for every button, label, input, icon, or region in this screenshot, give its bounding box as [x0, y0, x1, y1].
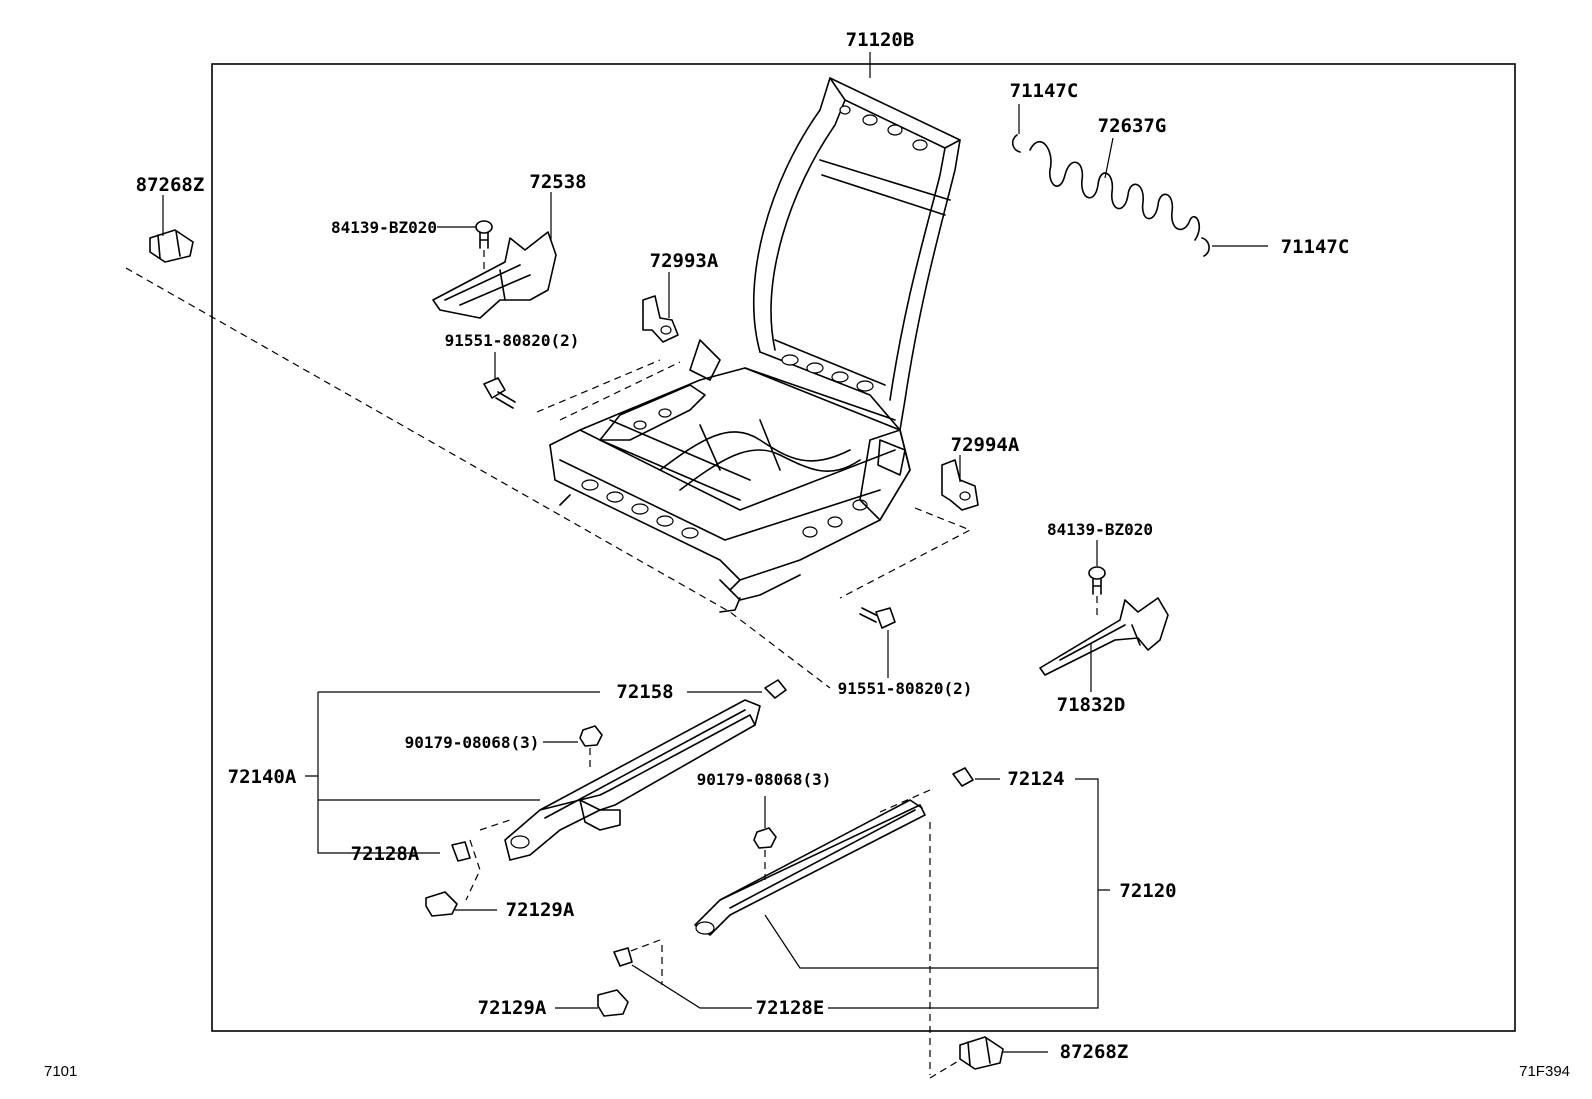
- left-assembly-bracket: [305, 691, 600, 854]
- adjuster-72124-part: [952, 767, 974, 787]
- screw-84139-left-part: [475, 220, 493, 249]
- label-assembly-71120b: 71120B: [846, 29, 915, 51]
- guide-line-main: [125, 267, 831, 689]
- label-spring-hook-top: 71147C: [1010, 80, 1079, 102]
- label-bracket-71832d: 71832D: [1057, 694, 1126, 716]
- guide-line-left-seat: [559, 361, 681, 421]
- spring-72637g-part: [1011, 134, 1210, 257]
- label-bolt-left: 91551-80820(2): [445, 331, 580, 350]
- label-adjuster-72158: 72158: [616, 681, 673, 703]
- nut-90179-left-part: [579, 725, 603, 747]
- bolt-left-dash: [536, 359, 661, 413]
- label-adjuster-72124: 72124: [1007, 768, 1064, 790]
- right-assembly-bracket: [764, 778, 1110, 1009]
- adjuster-72158-part: [764, 679, 787, 699]
- label-adjuster-right-assy: 72120: [1119, 880, 1176, 902]
- stopper-72128e-part: [613, 947, 633, 967]
- label-cover-72994a: 72994A: [951, 434, 1020, 456]
- nut-90179-right-part: [753, 827, 777, 849]
- guide-line-rail-right: [619, 789, 931, 1075]
- label-spring-72637g: 72637G: [1098, 115, 1167, 137]
- bolt-91551-right-part: [859, 607, 896, 629]
- cover-72129a-left-part: [425, 891, 458, 917]
- label-screw-right: 84139-BZ020: [1047, 520, 1153, 539]
- label-nut-right: 90179-08068(3): [697, 770, 832, 789]
- clip-87268z-top-left-part: [149, 229, 194, 263]
- label-stopper-72128e: 72128E: [756, 997, 825, 1019]
- guide-line-clip-bottom: [929, 1059, 961, 1079]
- label-stopper-72128a: 72128A: [351, 843, 420, 865]
- label-screw-left: 84139-BZ020: [331, 218, 437, 237]
- cover-72994a-part: [941, 459, 979, 511]
- seat-track-right-part: [694, 799, 926, 936]
- spring-leader: [1104, 137, 1114, 179]
- assembly-boundary-frame: [211, 63, 1516, 1032]
- bolt-91551-left-part: [483, 377, 516, 409]
- label-adjuster-left-assy: 72140A: [228, 766, 297, 788]
- stopper-72128a-part: [451, 841, 471, 862]
- label-bracket-72538: 72538: [529, 171, 586, 193]
- guide-line-rail-left: [465, 819, 511, 901]
- bracket-71832d-part: [1039, 597, 1169, 676]
- footer-left-code: 7101: [44, 1063, 77, 1080]
- label-cover-rail-left: 72129A: [506, 899, 575, 921]
- label-cover-72993a: 72993A: [650, 250, 719, 272]
- label-nut-left: 90179-08068(3): [405, 733, 540, 752]
- seat-track-left-part: [504, 699, 761, 861]
- cover-72129a-right-part: [597, 989, 629, 1017]
- clip-87268z-bottom-right-part: [959, 1036, 1004, 1070]
- label-spring-hook-right: 71147C: [1281, 236, 1350, 258]
- stopper-72128e-leader: [631, 964, 752, 1009]
- guide-line-right: [839, 507, 972, 599]
- seat-frame-drawing: [549, 77, 961, 613]
- screw-84139-right-part: [1088, 566, 1106, 595]
- cover-72993a-part: [642, 295, 679, 343]
- label-clip-top-left: 87268Z: [136, 174, 205, 196]
- label-clip-bottom-right: 87268Z: [1060, 1041, 1129, 1063]
- bracket-72538-part: [432, 231, 557, 319]
- label-bolt-right: 91551-80820(2): [838, 679, 973, 698]
- label-cover-rail-right: 72129A: [478, 997, 547, 1019]
- footer-right-code: 71F394: [1519, 1063, 1570, 1080]
